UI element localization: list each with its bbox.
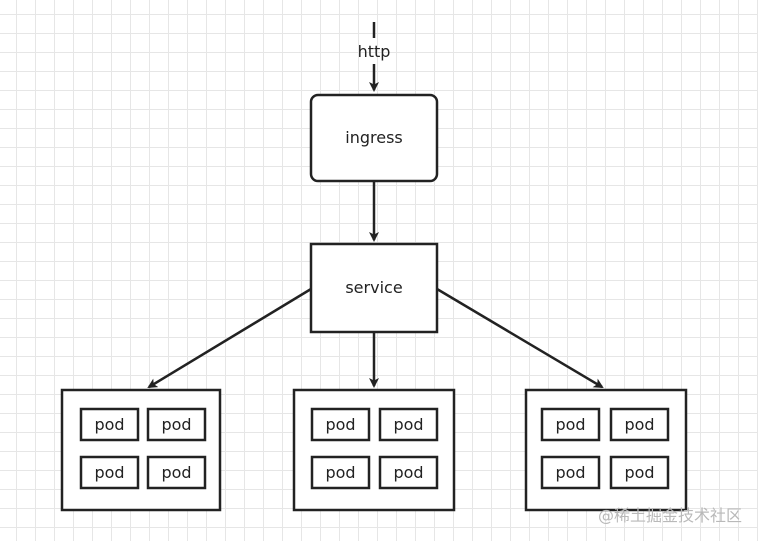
pod-3-2: pod (609, 407, 670, 442)
ingress-label: ingress (345, 128, 402, 147)
pod-group-1: pod pod pod pod (60, 388, 222, 512)
pod-label: pod (161, 463, 191, 482)
pod-label: pod (393, 415, 423, 434)
pod-group-3: pod pod pod pod (524, 388, 688, 512)
pod-label: pod (624, 415, 654, 434)
pod-group-2: pod pod pod pod (292, 388, 456, 512)
pod-label: pod (624, 463, 654, 482)
service-to-group-3-arrow (436, 287, 604, 389)
pod-3-3: pod (540, 455, 601, 490)
service-to-group-1-arrow (147, 287, 312, 389)
pod-label: pod (393, 463, 423, 482)
pod-label: pod (161, 415, 191, 434)
pod-label: pod (555, 463, 585, 482)
service-label: service (345, 278, 402, 297)
pod-label: pod (325, 415, 355, 434)
watermark: @稀土掘金技术社区 (598, 506, 742, 525)
pod-2-4: pod (378, 455, 439, 490)
pod-label: pod (555, 415, 585, 434)
pod-1-2: pod (146, 407, 207, 442)
ingress-node: ingress (309, 93, 439, 183)
pod-3-1: pod (540, 407, 601, 442)
http-label: http (358, 42, 391, 61)
pod-label: pod (94, 463, 124, 482)
pod-1-4: pod (146, 455, 207, 490)
service-node: service (309, 242, 439, 334)
pod-3-4: pod (609, 455, 670, 490)
pod-1-1: pod (79, 407, 140, 442)
pod-2-3: pod (310, 455, 371, 490)
pod-1-3: pod (79, 455, 140, 490)
pod-2-1: pod (310, 407, 371, 442)
pod-label: pod (94, 415, 124, 434)
pod-label: pod (325, 463, 355, 482)
pod-2-2: pod (378, 407, 439, 442)
